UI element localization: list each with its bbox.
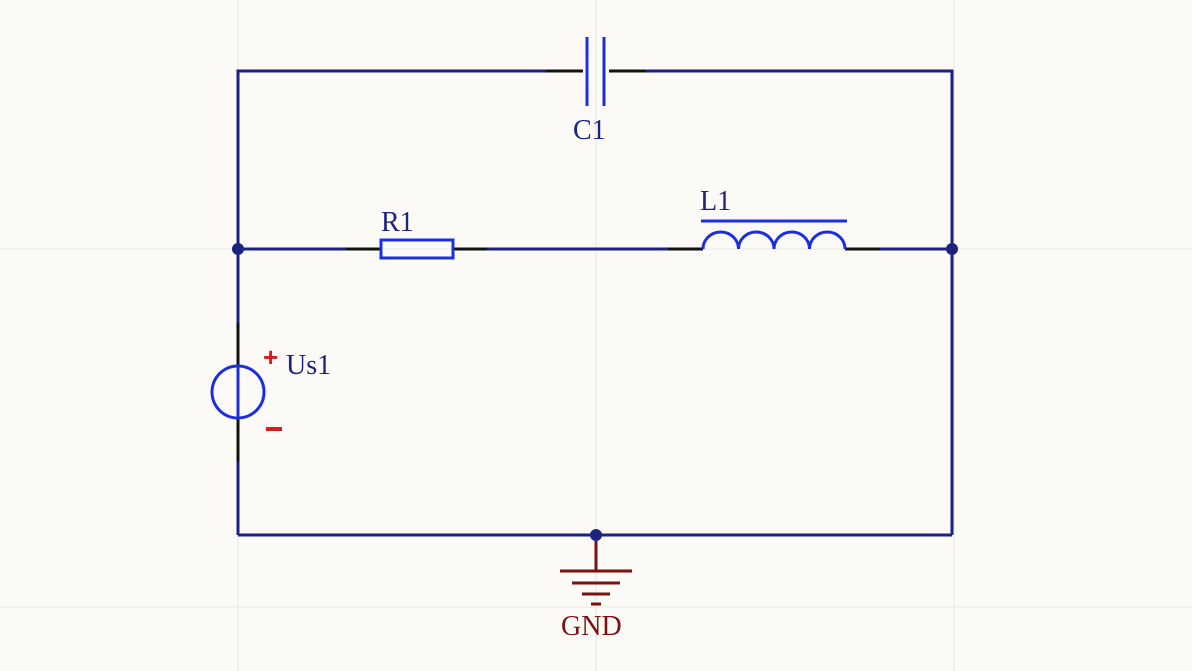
resistor-r1[interactable]: R1 bbox=[346, 207, 487, 260]
capacitor-c1[interactable]: C1 bbox=[546, 37, 646, 146]
resistor-label: R1 bbox=[381, 207, 414, 238]
inductor-label: L1 bbox=[700, 186, 731, 217]
resistor-body bbox=[379, 238, 455, 260]
junction-bottom bbox=[590, 529, 602, 541]
wire-top-right bbox=[646, 69, 954, 249]
voltage-source-label: Us1 bbox=[286, 350, 331, 381]
plus-polarity-sign: + bbox=[263, 342, 278, 372]
voltage-source-us1[interactable]: + Us1 bbox=[210, 323, 331, 462]
junctions bbox=[232, 243, 958, 541]
inductor-coils bbox=[701, 230, 847, 250]
minus-polarity-sign bbox=[266, 427, 282, 431]
junction-right bbox=[946, 243, 958, 255]
inductor-l1[interactable]: L1 bbox=[668, 186, 880, 251]
ground-label: GND bbox=[561, 611, 622, 642]
junction-left bbox=[232, 243, 244, 255]
ground-symbol[interactable]: GND bbox=[560, 541, 632, 642]
wire-top-left bbox=[236, 69, 546, 249]
capacitor-label: C1 bbox=[573, 115, 606, 146]
